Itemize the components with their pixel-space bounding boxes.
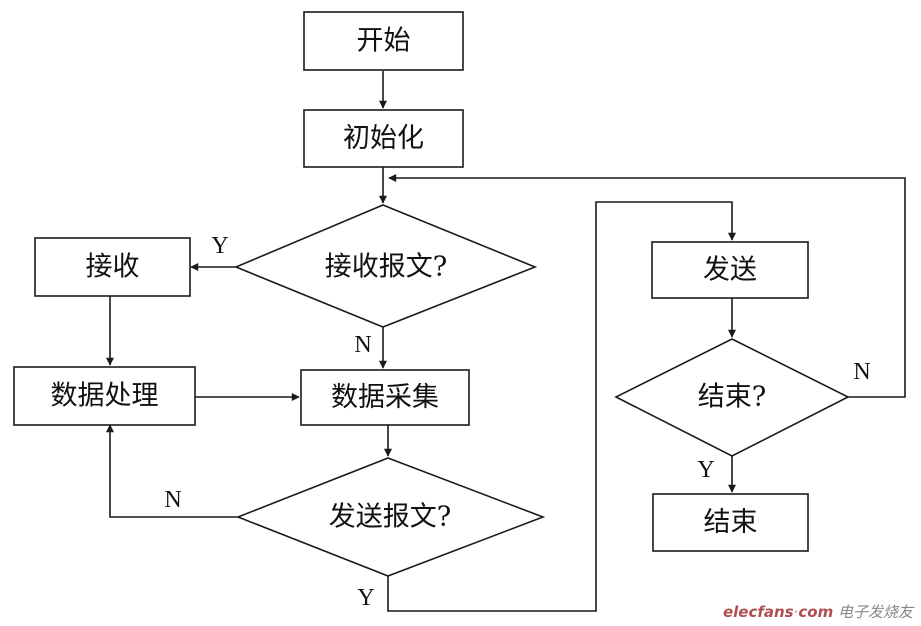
edge-label-end-yes: Y bbox=[697, 457, 714, 483]
node-end-label: 结束 bbox=[704, 507, 758, 538]
node-data-process: 数据处理 bbox=[13, 366, 196, 426]
node-data-collect-label: 数据采集 bbox=[331, 382, 439, 413]
watermark-dot: · bbox=[793, 603, 799, 621]
node-start: 开始 bbox=[303, 11, 464, 71]
node-init-label: 初始化 bbox=[343, 123, 424, 154]
node-send-msg-decision: 发送报文? bbox=[235, 457, 546, 577]
node-send-msg-decision-label: 发送报文? bbox=[329, 502, 451, 533]
edge-label-receive-no: N bbox=[354, 332, 371, 358]
node-send: 发送 bbox=[651, 241, 809, 299]
node-data-collect: 数据采集 bbox=[300, 369, 470, 426]
node-receive-msg-decision: 接收报文? bbox=[233, 204, 538, 328]
watermark-suffix: com bbox=[798, 603, 834, 621]
watermark-brand: elecfans bbox=[722, 603, 794, 621]
watermark-site-name: 电子发烧友 bbox=[837, 603, 913, 621]
edge-label-send-no: N bbox=[164, 487, 181, 513]
edge-label-end-no: N bbox=[853, 359, 870, 385]
node-data-process-label: 数据处理 bbox=[51, 381, 159, 412]
edge-send-q-no bbox=[106, 424, 238, 518]
edge-end-q-no bbox=[388, 174, 906, 398]
node-send-label: 发送 bbox=[703, 255, 757, 286]
node-end: 结束 bbox=[652, 493, 809, 552]
edge-label-send-yes: Y bbox=[357, 585, 374, 611]
node-receive: 接收 bbox=[34, 237, 191, 297]
node-receive-msg-decision-label: 接收报文? bbox=[325, 252, 447, 283]
node-receive-label: 接收 bbox=[86, 252, 140, 283]
edge-send-q-yes bbox=[387, 201, 736, 612]
node-end-decision-label: 结束? bbox=[698, 382, 766, 413]
node-start-label: 开始 bbox=[357, 26, 411, 57]
connectors bbox=[106, 71, 906, 612]
node-init: 初始化 bbox=[303, 109, 464, 168]
edge-label-receive-yes: Y bbox=[211, 233, 228, 259]
node-end-decision: 结束? bbox=[614, 338, 850, 457]
watermark: elecfans·com 电子发烧友 bbox=[723, 601, 913, 622]
